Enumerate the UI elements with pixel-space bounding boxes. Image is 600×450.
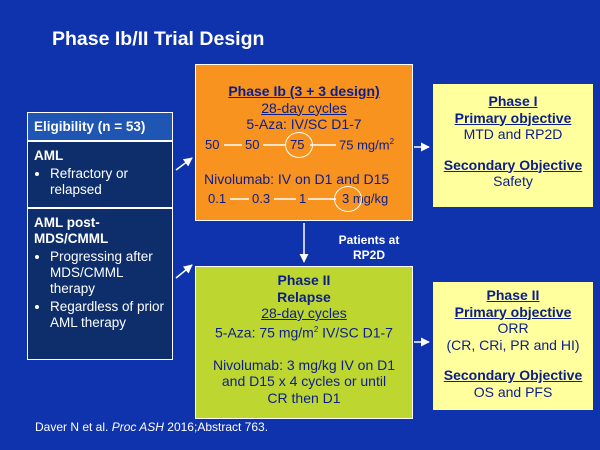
transition-label: Patients at RP2D [326,233,412,263]
footer-prefix: Daver N et al. [35,420,112,434]
aml-list: Refractory or relapsed [34,166,168,198]
footer-suffix: 2016;Abstract 763. [163,420,269,434]
nivo-dose-2: 0.3 [252,191,271,206]
phase2-primary-detail: (CR, CRi, PR and HI) [446,336,580,353]
post-heading-line1: AML post- [34,215,100,230]
arrow-aml-to-phase1b [175,157,193,171]
eligibility-post-panel: AML post- MDS/CMML Progressing after MDS… [27,208,173,360]
phase1-objectives-box: Phase I Primary objective MTD and RP2D S… [432,83,594,208]
aml-heading: AML [34,148,64,163]
phase1-title: Phase I [488,93,538,109]
post-item-progressing: Progressing after MDS/CMML therapy [50,249,168,297]
phase2-aza-pre: 5-Aza: 75 mg/m [215,324,314,341]
phase2-aza-post: IV/SC D1-7 [318,324,393,341]
transition-line2: RP2D [352,248,385,262]
phase1-primary: MTD and RP2D [463,126,563,142]
phase2-secondary: OS and PFS [473,383,553,400]
nivo-dose-1: 0.1 [208,191,227,206]
aza-dose-4: 75 mg/m2 [339,137,394,152]
phase1-secondary: Safety [493,173,533,189]
phase1b-aza: 5-Aza: IV/SC D1-7 [246,116,362,132]
arrow-post-to-phase2 [175,264,193,279]
aml-item-refractory: Refractory or relapsed [50,166,168,198]
phase2-primary-heading: Primary objective [454,303,572,320]
phase2-subtitle: Relapse [277,288,331,305]
citation-footer: Daver N et al. Proc ASH 2016;Abstract 76… [35,420,268,434]
phase1b-nivo: Nivolumab: IV on D1 and D15 [204,171,390,187]
phase2-box: Phase II Relapse 28-day cycles 5-Aza: 75… [195,266,413,419]
post-heading-line2: MDS/CMML [34,231,109,246]
phase2-aza-sup: 2 [313,324,319,334]
aza-dose-4-text: 75 mg/m [339,137,390,153]
phase2-obj-title: Phase II [486,287,540,303]
post-item-regardless: Regardless of prior AML therapy [50,299,168,331]
nivo-dose-3: 1 [299,191,307,206]
phase1b-title: Phase Ib (3 + 3 design) [228,83,380,99]
aza-dose-2: 50 [245,137,260,152]
phase1-secondary-heading: Secondary Objective [443,156,583,173]
phase2-objectives-box: Phase II Primary objective ORR (CR, CRi,… [432,281,594,411]
phase2-aza: 5-Aza: 75 mg/m2 IV/SC D1-7 [196,322,412,341]
phase2-cycles: 28-day cycles [261,305,347,321]
slide-title: Phase Ib/II Trial Design [52,28,265,50]
transition-line1: Patients at [338,233,400,247]
eligibility-aml-panel: AML Refractory or relapsed [27,141,173,208]
phase1b-cycles: 28-day cycles [261,99,347,116]
aza-dose-4-sup: 2 [389,137,395,146]
post-list: Progressing after MDS/CMML therapy Regar… [34,249,168,331]
eligibility-heading: Eligibility (n = 53) [27,112,173,141]
phase2-nivo-line1: Nivolumab: 3 mg/kg IV on D1 [212,356,396,373]
phase1-primary-heading: Primary objective [454,109,572,126]
phase2-secondary-heading: Secondary Objective [443,367,583,383]
phase2-nivo-line2: and D15 x 4 cycles or until [221,373,387,390]
aza-dose-1: 50 [205,137,220,152]
phase2-primary: ORR [497,320,529,336]
phase2-title: Phase II [277,272,331,288]
footer-journal: Proc ASH [111,420,164,434]
phase2-nivo-line3: CR then D1 [267,389,341,406]
